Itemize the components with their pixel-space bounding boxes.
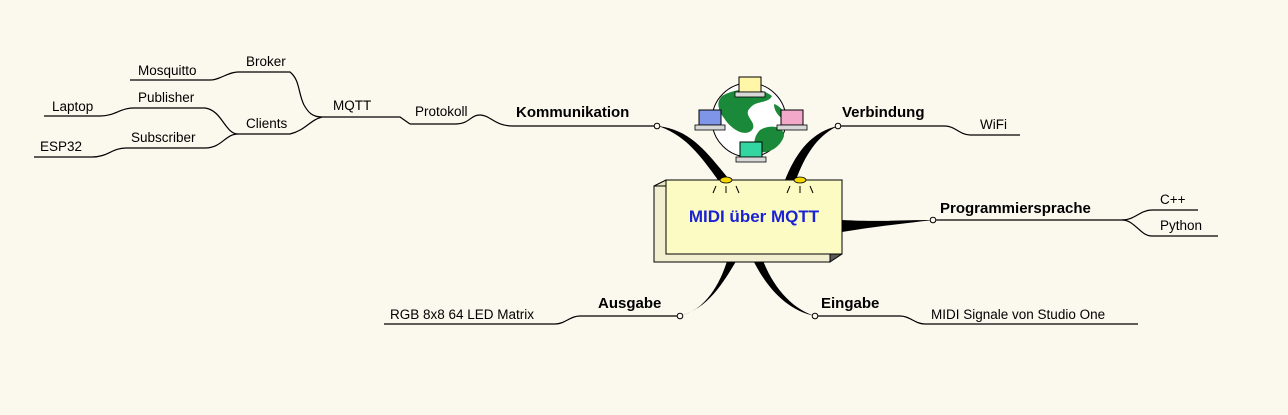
connector-programmiersprache [842,220,933,232]
label-rgb-matrix: RGB 8x8 64 LED Matrix [390,307,535,322]
line-ausgabe [384,315,680,325]
line-verbindung [838,125,1020,136]
label-mosquitto: Mosquitto [138,63,197,78]
label-wifi: WiFi [980,117,1007,132]
connector-ausgabe [680,258,738,316]
label-clients: Clients [246,116,288,131]
label-protokoll: Protokoll [415,104,468,119]
line-esp32 [34,147,127,158]
central-title: MIDI über MQTT [688,207,820,226]
line-clients [238,116,323,135]
label-ausgabe: Ausgabe [598,295,662,312]
line-python [1121,219,1218,237]
label-broker: Broker [246,54,286,69]
label-programmiersprache: Programmiersprache [940,200,1091,217]
label-publisher: Publisher [138,90,195,105]
connector-verbindung [785,126,838,180]
connector-eingabe [752,258,815,316]
label-subscriber: Subscriber [131,130,196,145]
central-box [653,179,843,263]
label-cpp: C++ [1160,192,1186,207]
line-publisher [134,107,239,135]
label-python: Python [1160,218,1203,233]
label-laptop: Laptop [52,99,94,114]
connector-kommunikation [658,126,728,180]
node-kommunikation [653,122,661,130]
node-ausgabe [676,312,684,320]
label-mqtt: MQTT [333,98,372,113]
label-eingabe: Eingabe [821,295,880,312]
node-programmiersprache [929,216,937,224]
line-laptop [44,107,135,117]
label-kommunikation: Kommunikation [516,104,630,121]
lamp-icon-left [712,176,740,194]
lamp-icon-right [786,176,814,194]
node-verbindung [834,122,842,130]
line-broker [130,71,239,81]
line-kommunikation [410,114,656,127]
line-protokoll [238,71,411,125]
line-cpp [1121,209,1198,221]
network-globe-icon [694,76,808,163]
label-esp32: ESP32 [40,139,83,154]
label-verbindung: Verbindung [842,104,925,121]
label-midi-signale: MIDI Signale von Studio One [931,307,1106,322]
line-eingabe [815,315,1138,325]
node-eingabe [811,312,819,320]
line-subscriber [126,133,239,149]
